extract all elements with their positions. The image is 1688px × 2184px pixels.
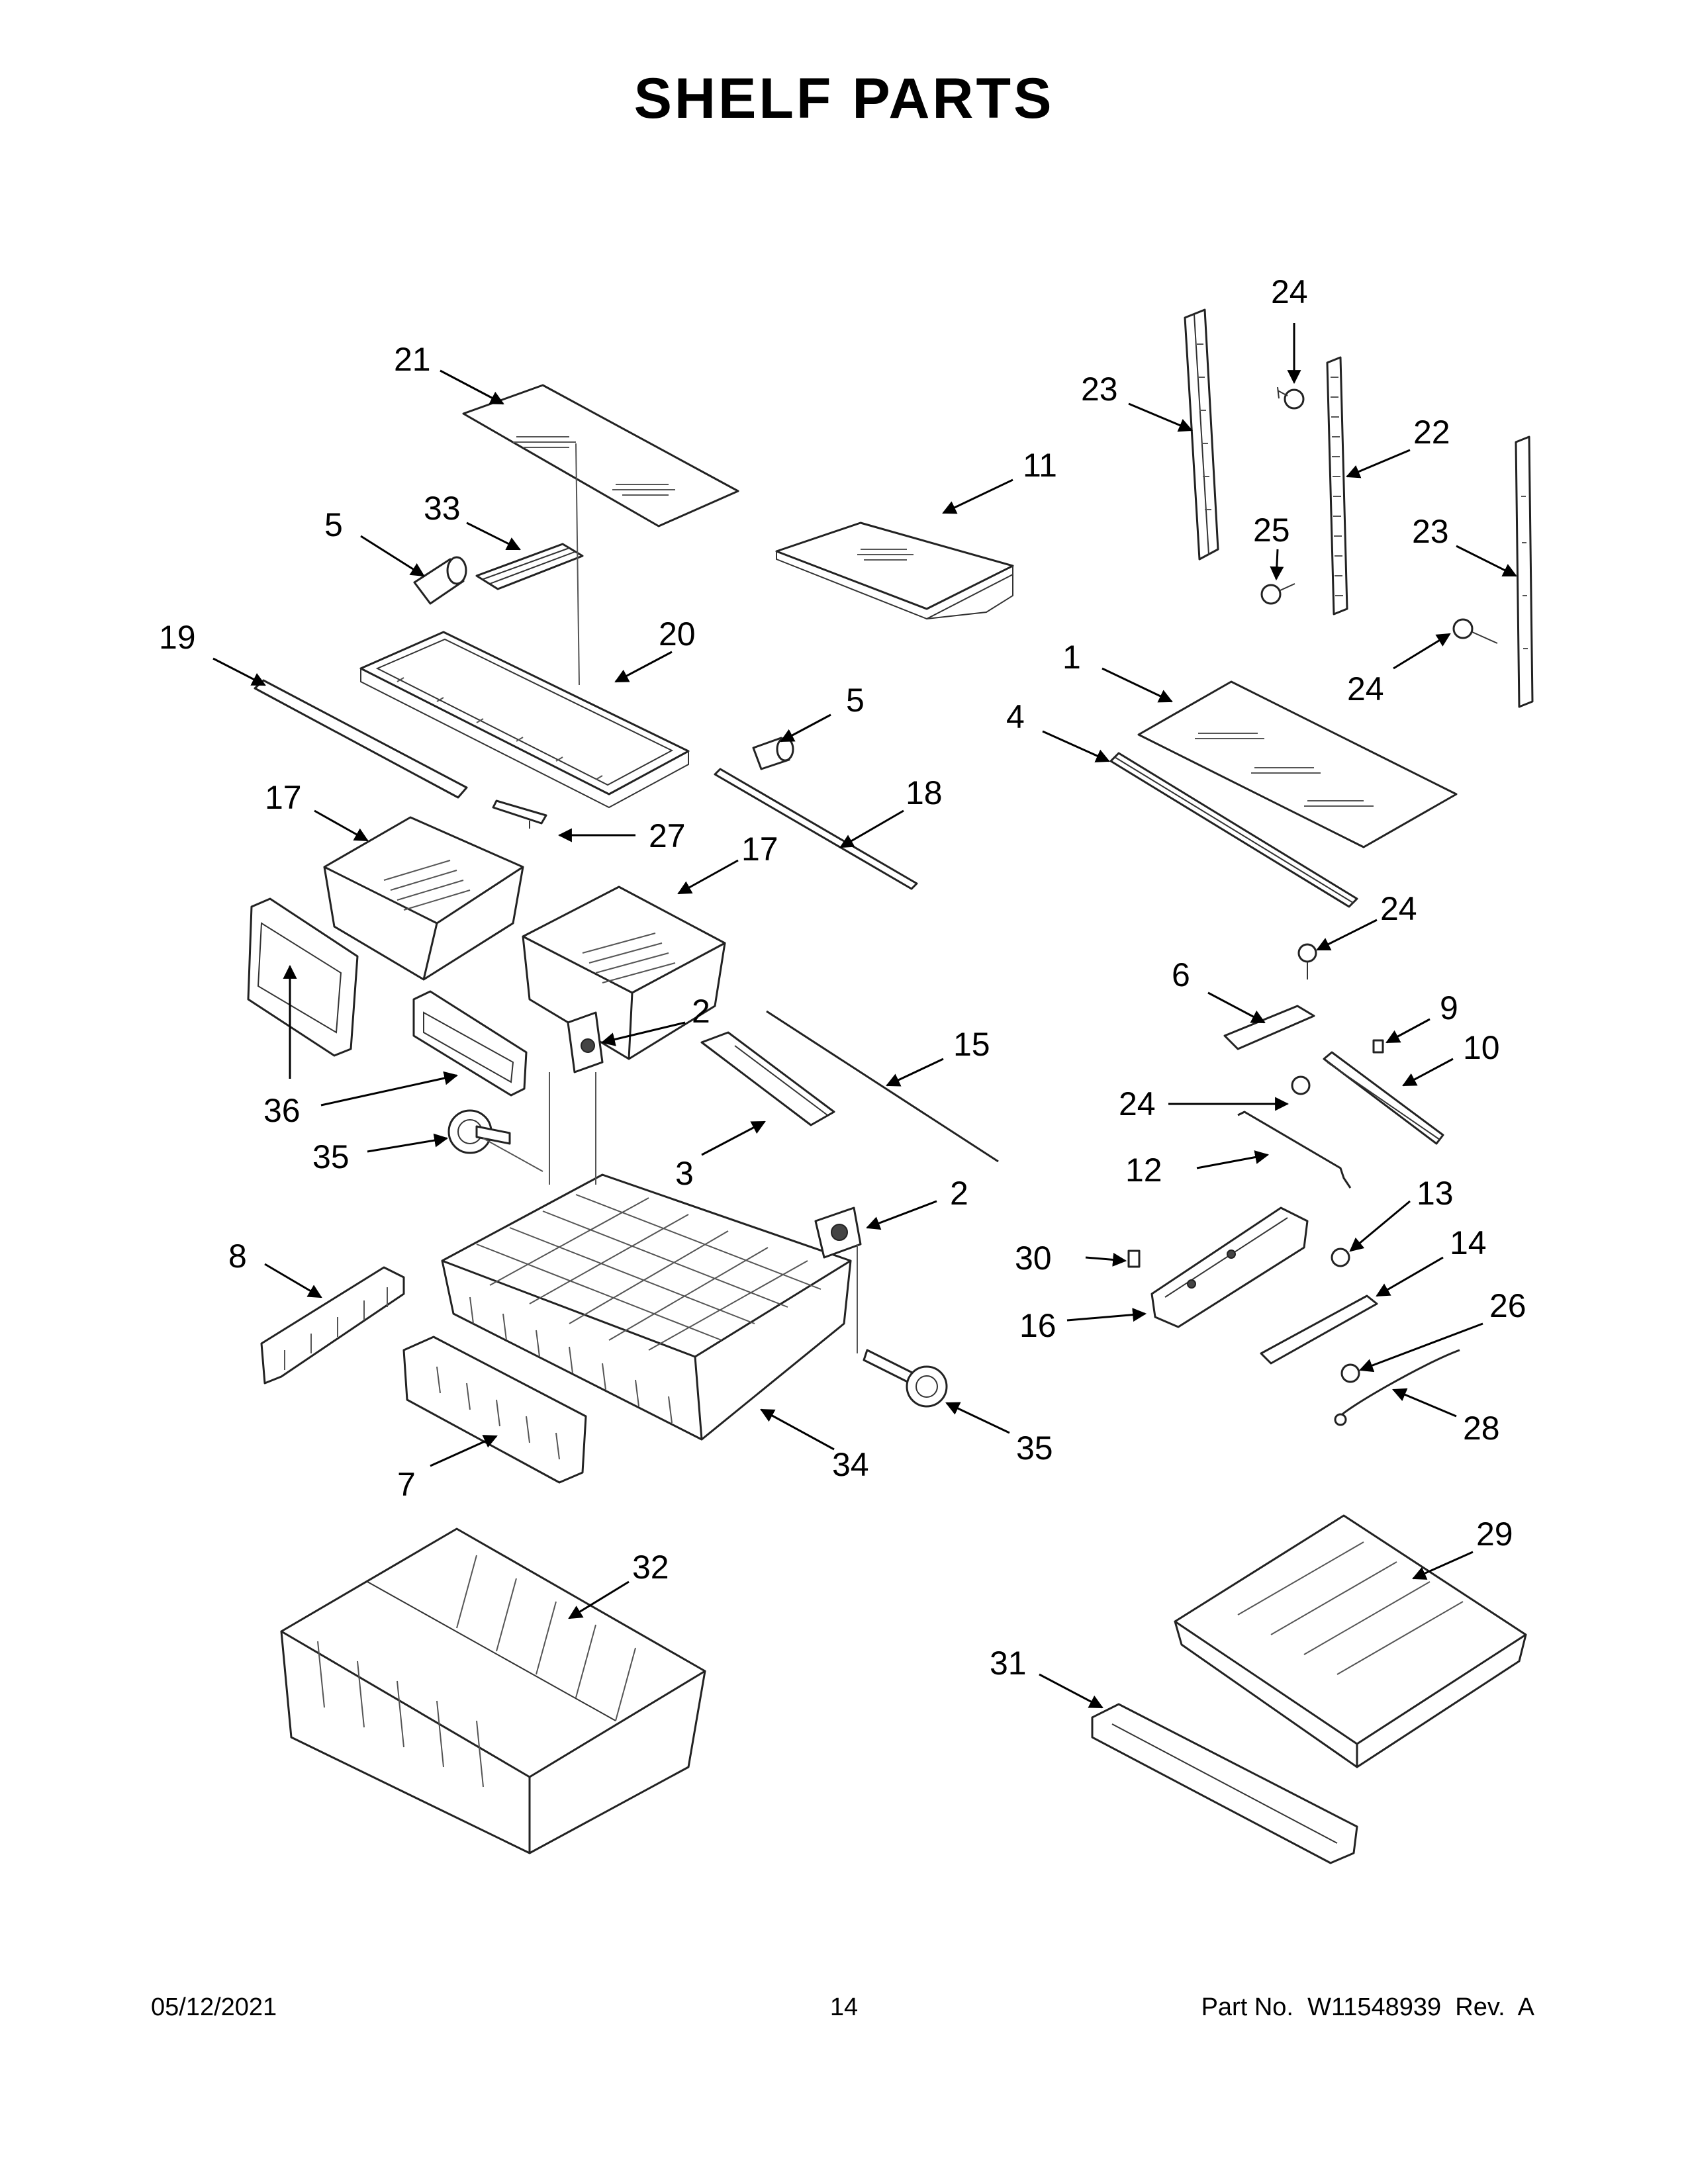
part-3-slide-bracket [700,1031,835,1126]
callout-17: 17 [265,779,302,816]
callout-16: 16 [1019,1307,1056,1344]
part-31-front-cover [1091,1703,1358,1864]
part-21-glass-shelf [462,384,739,527]
part-23-ladder-rail-left [1184,308,1219,561]
part-15-long-rod [766,1010,999,1163]
callout-32: 32 [632,1549,669,1586]
callout-35: 35 [1016,1430,1053,1467]
assembly-guide-lines [483,443,858,1353]
callout-20: 20 [659,615,696,653]
part-25-screw [1260,583,1295,605]
part-32-freezer-bin [280,1527,706,1854]
callout-5: 5 [846,682,865,719]
part-17-crisper-bin-left [323,816,524,981]
callout-9: 9 [1440,989,1458,1026]
callout-11: 11 [1023,447,1057,484]
part-24-screw-lower [1291,1075,1311,1095]
part-23-ladder-rail-right [1515,435,1534,708]
callout-15: 15 [953,1026,990,1063]
callout-35: 35 [312,1138,350,1175]
callout-24: 24 [1271,273,1308,310]
callout-34: 34 [832,1446,869,1483]
part-11-small-shelf [775,522,1014,620]
callout-23: 23 [1412,513,1449,550]
footer-part-number: Part No. W11548939 Rev. A [1201,1993,1534,2021]
part-29-freezer-tray [1174,1514,1527,1768]
part-33-slide-rail [475,543,584,590]
part-35-gear-left [447,1109,511,1154]
part-24-screw-mid [1297,943,1317,979]
part-27-clip [492,799,547,829]
callout-18: 18 [906,774,943,811]
callout-14: 14 [1450,1224,1487,1261]
callout-4: 4 [1006,698,1025,735]
part-5-spacer-center [752,737,794,770]
callout-36: 36 [263,1092,301,1129]
callout-25: 25 [1253,512,1290,549]
callout-6: 6 [1172,956,1190,993]
callout-33: 33 [424,490,461,527]
part-13-screw [1331,1248,1350,1267]
part-22-ladder-rail-center [1326,356,1348,615]
callout-17: 17 [741,831,778,868]
part-4-shelf-trim [1109,752,1358,908]
part-5-spacer-upper [413,556,467,605]
part-35-gear-right [863,1349,948,1408]
part-9-clip [1372,1039,1384,1054]
part-28-cable [1334,1349,1460,1426]
part-34-wire-basket [441,1173,852,1441]
part-30-clip [1127,1250,1141,1268]
callout-2: 2 [950,1175,968,1212]
part-1-glass-shelf [1137,680,1458,848]
callout-21: 21 [394,341,431,378]
callout-19: 19 [159,619,196,656]
part-7-basket-front [402,1336,587,1484]
part-18-rod [714,768,918,890]
footer-date: 05/12/2021 [151,1993,277,2021]
callout-3: 3 [675,1155,694,1192]
part-10-rail-bracket [1323,1051,1444,1145]
callout-2: 2 [692,993,710,1030]
callout-labels: 21 33 5 11 24 23 22 25 23 19 20 24 1 5 4… [159,273,1526,1682]
callout-31: 31 [990,1645,1027,1682]
part-36-bin-cover-lower [412,990,528,1097]
page-title: SHELF PARTS [633,67,1055,130]
callout-29: 29 [1476,1516,1513,1553]
part-16-slide-housing [1150,1206,1309,1328]
callout-24: 24 [1380,890,1417,927]
part-2-bracket-lower [814,1206,862,1259]
callout-10: 10 [1463,1029,1500,1066]
callout-22: 22 [1413,414,1450,451]
part-17-crisper-bin-right [522,886,726,1060]
part-24-screw-right [1452,618,1498,644]
callout-28: 28 [1463,1410,1500,1447]
part-8-divider-panel [260,1266,405,1385]
part-12-rod [1237,1111,1352,1189]
callout-23: 23 [1081,371,1118,408]
leader-arrows [212,323,1517,1709]
callout-7: 7 [397,1466,416,1503]
callout-12: 12 [1125,1152,1162,1189]
callout-1: 1 [1062,639,1081,676]
part-24-screw-top [1277,387,1305,410]
callout-13: 13 [1417,1175,1454,1212]
part-36-bin-cover-upper [247,897,359,1057]
part-14-slide-bar [1260,1295,1378,1365]
part-26-screw [1340,1363,1360,1383]
part-2-bracket-upper [567,1011,604,1073]
footer-page-number: 14 [829,1993,859,2021]
callout-24: 24 [1119,1085,1156,1122]
part-6-spacer-bar [1223,1005,1315,1050]
callout-24: 24 [1347,670,1384,707]
callout-26: 26 [1489,1287,1526,1324]
callout-30: 30 [1015,1240,1052,1277]
callout-27: 27 [649,817,686,854]
callout-5: 5 [324,506,343,543]
callout-8: 8 [228,1238,247,1275]
part-20-shelf-frame [359,631,690,809]
